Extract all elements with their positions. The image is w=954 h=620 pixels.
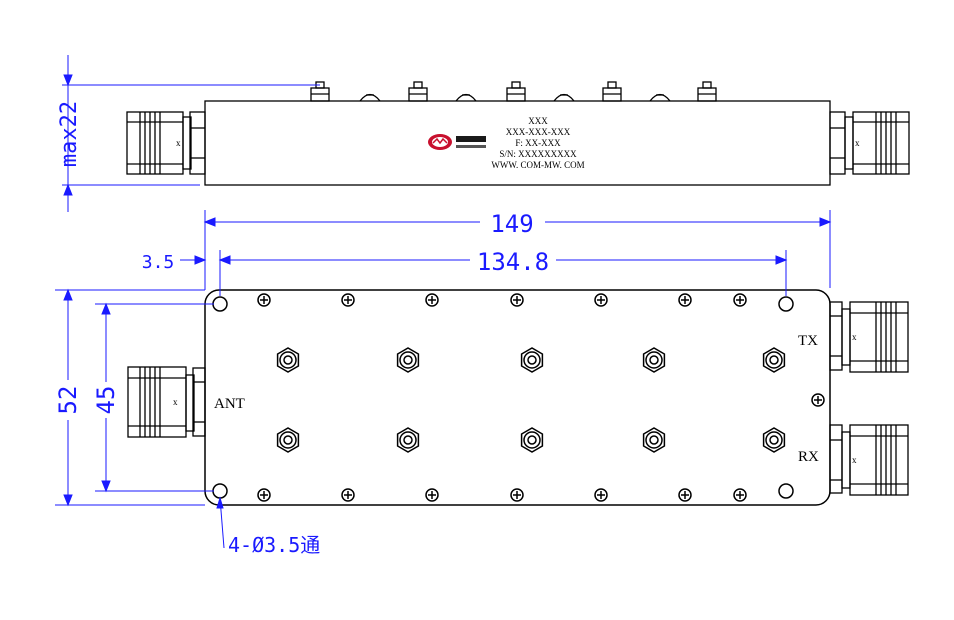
hole-callout bbox=[216, 496, 225, 549]
side-left-connector: x bbox=[126, 111, 206, 175]
tuning-screw bbox=[520, 347, 544, 373]
side-nut bbox=[408, 81, 428, 102]
side-screw bbox=[553, 93, 575, 102]
top-body bbox=[204, 289, 831, 506]
product-label: XXX XXX-XXX-XXX F: XX-XXX S/N: XXXXXXXXX… bbox=[428, 116, 585, 170]
side-nut bbox=[506, 81, 526, 102]
side-nut bbox=[697, 81, 717, 102]
svg-text:x: x bbox=[852, 455, 857, 465]
dim-134-8 bbox=[180, 250, 788, 296]
tuning-screw bbox=[396, 427, 420, 453]
svg-text:x: x bbox=[176, 138, 181, 148]
cover-screw bbox=[510, 488, 524, 502]
tuning-screw bbox=[396, 347, 420, 373]
label-line3: F: XX-XXX bbox=[515, 138, 561, 148]
tuning-screw bbox=[762, 347, 786, 373]
dim-149-text: 149 bbox=[490, 210, 533, 238]
cover-screw bbox=[594, 488, 608, 502]
mount-hole bbox=[778, 296, 794, 312]
svg-text:x: x bbox=[855, 138, 860, 148]
rx-label: RX bbox=[798, 449, 819, 465]
cover-screw bbox=[425, 488, 439, 502]
cover-screw bbox=[678, 488, 692, 502]
cover-screw bbox=[510, 293, 524, 307]
side-screw bbox=[649, 93, 671, 102]
dim-149 bbox=[203, 210, 832, 290]
cover-screw bbox=[425, 293, 439, 307]
tx-connector: x bbox=[829, 301, 909, 373]
ant-label: ANT bbox=[214, 396, 245, 412]
dim-52 bbox=[55, 288, 205, 507]
side-view: x x bbox=[126, 81, 910, 186]
tuning-screw bbox=[762, 427, 786, 453]
mount-hole bbox=[212, 296, 228, 312]
hole-callout-text: 4-Ø3.5通 bbox=[228, 533, 320, 557]
cover-screw bbox=[257, 293, 271, 307]
tx-label: TX bbox=[798, 333, 818, 349]
mount-hole bbox=[778, 483, 794, 499]
tuning-screw bbox=[642, 427, 666, 453]
side-nut bbox=[602, 81, 622, 102]
top-view: x x bbox=[127, 289, 909, 506]
label-line5: WWW. COM-MW. COM bbox=[491, 160, 584, 170]
dim-max22 bbox=[62, 55, 320, 212]
tuning-screw bbox=[276, 427, 300, 453]
ant-connector: x bbox=[127, 366, 206, 438]
cover-screw bbox=[678, 293, 692, 307]
dim-52-text: 52 bbox=[54, 386, 82, 415]
tuning-screw bbox=[642, 347, 666, 373]
label-line4: S/N: XXXXXXXXX bbox=[499, 149, 577, 159]
cover-screws bbox=[257, 293, 825, 502]
logo-icon bbox=[428, 134, 486, 150]
dim-134-8-text: 134.8 bbox=[477, 248, 549, 276]
label-line1: XXX bbox=[528, 116, 548, 126]
rx-connector: x bbox=[829, 424, 909, 496]
side-screw bbox=[359, 93, 381, 102]
tuning-screw bbox=[276, 347, 300, 373]
tuning-screw bbox=[520, 427, 544, 453]
dim-3-5-text: 3.5 bbox=[142, 252, 175, 273]
side-screw bbox=[455, 93, 477, 102]
cover-screw bbox=[733, 488, 747, 502]
dim-45 bbox=[95, 302, 214, 493]
cover-screw bbox=[811, 393, 825, 407]
dim-max22-text: max22 bbox=[57, 101, 82, 167]
cover-screw bbox=[594, 293, 608, 307]
cover-screw bbox=[341, 293, 355, 307]
cover-screw bbox=[733, 293, 747, 307]
mount-hole bbox=[212, 483, 228, 499]
svg-text:x: x bbox=[173, 397, 178, 407]
tuning-screws bbox=[276, 347, 786, 453]
cover-screw bbox=[257, 488, 271, 502]
label-line2: XXX-XXX-XXX bbox=[506, 127, 571, 137]
svg-text:x: x bbox=[852, 332, 857, 342]
side-tuning-nuts bbox=[310, 81, 717, 102]
side-right-connector: x bbox=[829, 111, 910, 175]
cover-screw bbox=[341, 488, 355, 502]
dim-45-text: 45 bbox=[92, 386, 120, 415]
